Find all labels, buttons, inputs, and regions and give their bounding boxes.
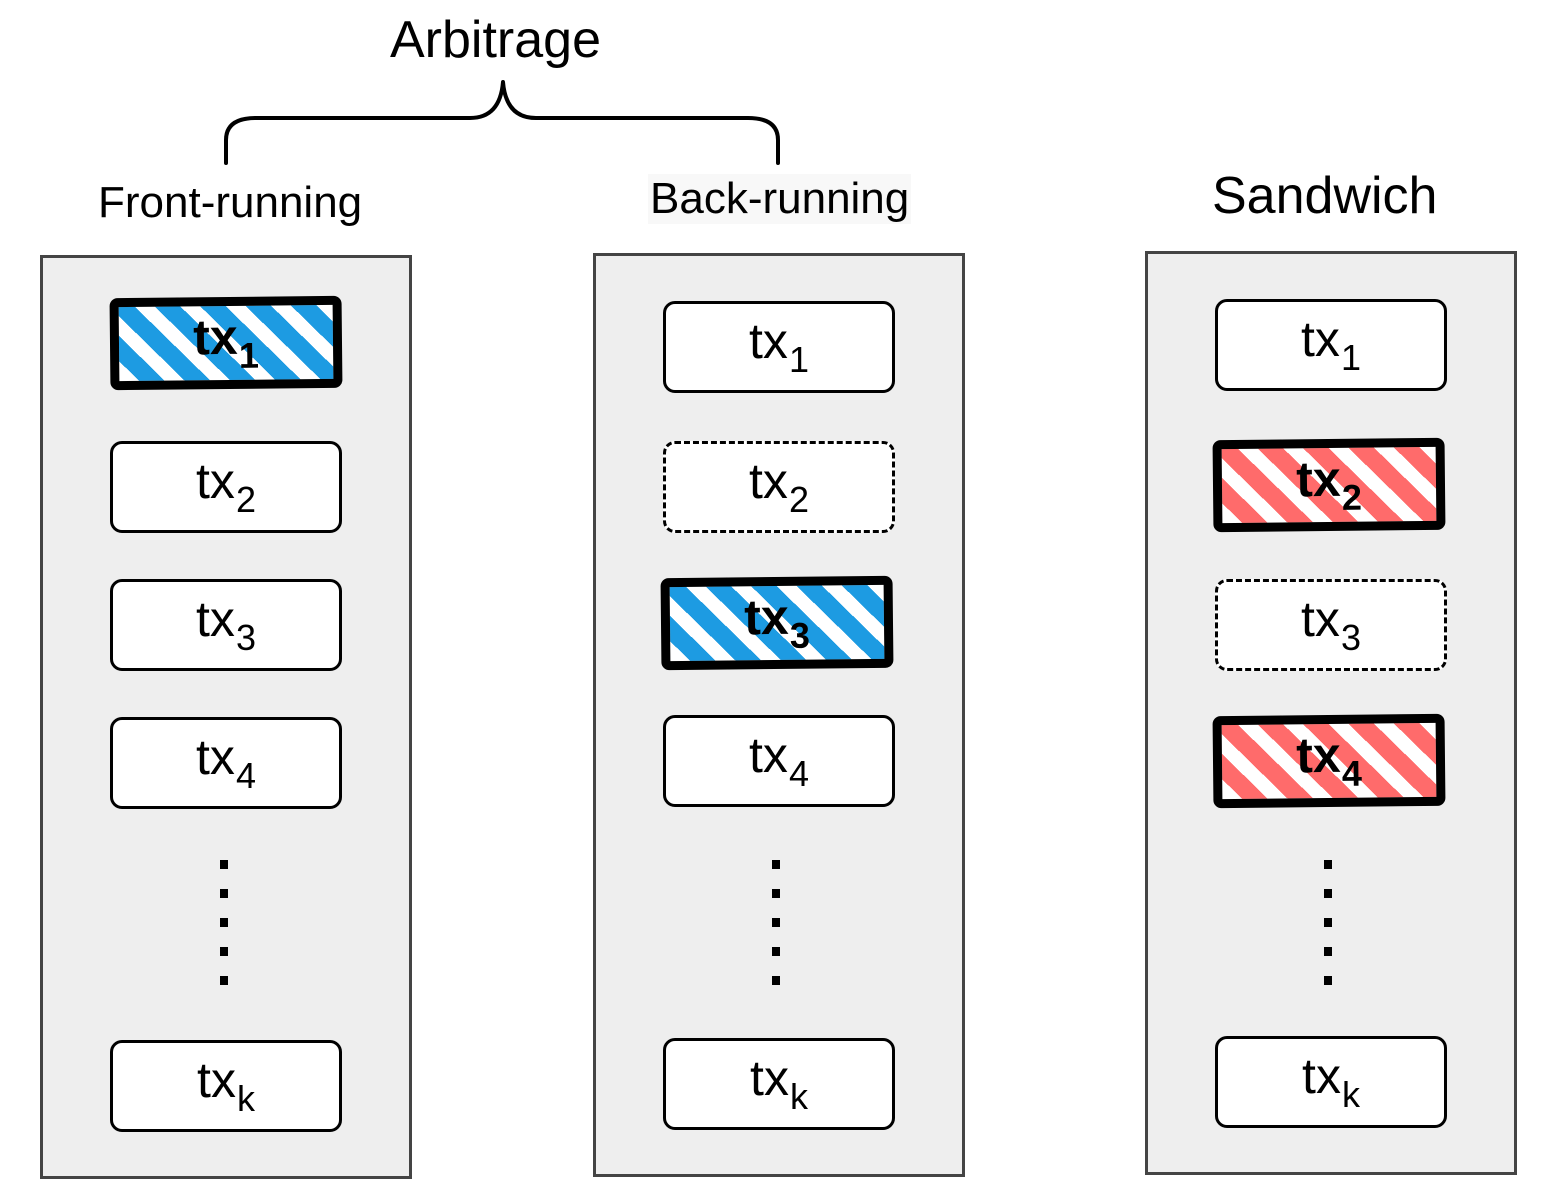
tx-box: txk <box>110 1040 342 1132</box>
tx-label: tx3 <box>743 588 811 656</box>
tx-label: tx4 <box>196 729 256 796</box>
tx-box-highlighted: tx3 <box>660 575 894 671</box>
tx-box-highlighted: tx2 <box>1212 437 1446 533</box>
tx-box: tx4 <box>663 715 895 807</box>
tx-box: tx1 <box>663 301 895 393</box>
tx-box-highlighted: tx1 <box>109 295 343 391</box>
tx-label: txk <box>1302 1048 1360 1115</box>
tx-label: txk <box>750 1050 808 1117</box>
arbitrage-brace <box>224 80 780 165</box>
tx-label: txk <box>197 1052 255 1119</box>
ellipsis-dots <box>220 860 228 985</box>
back-running-title: Back-running <box>648 174 912 224</box>
tx-label: tx2 <box>1295 450 1363 518</box>
front-running-title: Front-running <box>98 178 363 227</box>
tx-box-highlighted: tx4 <box>1212 713 1446 809</box>
sandwich-block <box>1145 251 1517 1175</box>
ellipsis-dots <box>1324 860 1332 985</box>
tx-box: txk <box>1215 1036 1447 1128</box>
tx-box: tx2 <box>110 441 342 533</box>
arbitrage-title: Arbitrage <box>390 11 601 69</box>
tx-label: tx1 <box>192 308 260 376</box>
tx-label: tx3 <box>196 591 256 658</box>
tx-box: tx3 <box>110 579 342 671</box>
tx-label: tx2 <box>749 453 809 520</box>
tx-box: tx1 <box>1215 299 1447 391</box>
tx-box: tx4 <box>110 717 342 809</box>
tx-label: tx1 <box>749 313 809 380</box>
ellipsis-dots <box>772 860 780 985</box>
tx-label: tx4 <box>749 727 809 794</box>
tx-box: txk <box>663 1038 895 1130</box>
tx-label: tx2 <box>196 453 256 520</box>
tx-label: tx4 <box>1295 726 1363 794</box>
tx-label: tx3 <box>1301 591 1361 658</box>
tx-box-pending: tx3 <box>1215 579 1447 671</box>
sandwich-title: Sandwich <box>1212 167 1438 225</box>
tx-box-pending: tx2 <box>663 441 895 533</box>
tx-label: tx1 <box>1301 311 1361 378</box>
